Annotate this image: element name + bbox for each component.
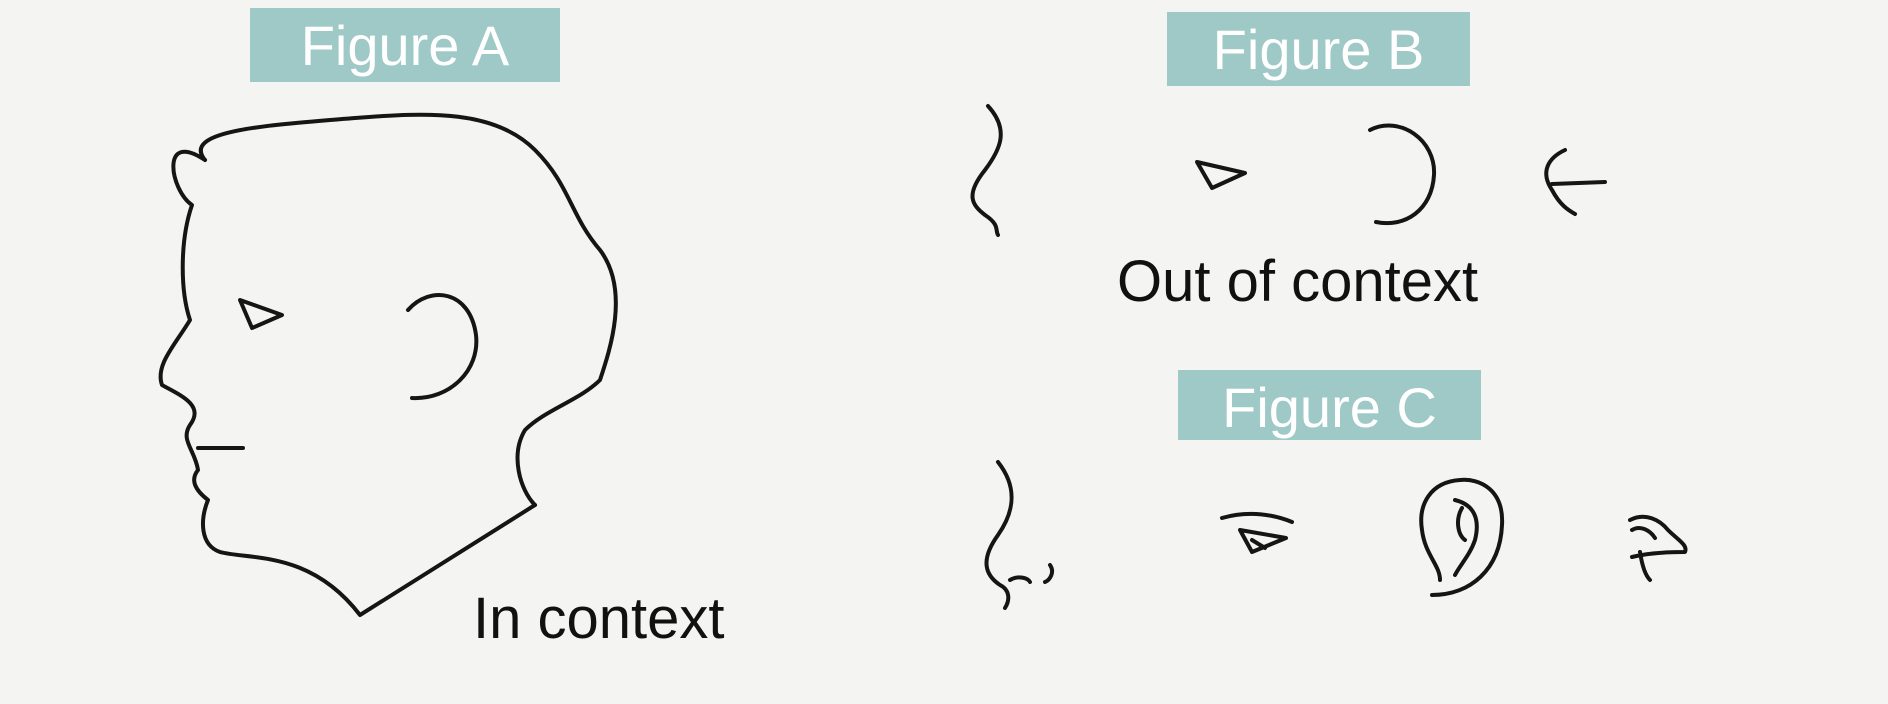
isolated-ear	[1368, 123, 1437, 226]
detailed-ear	[1419, 477, 1505, 597]
head-outline	[158, 149, 537, 617]
isolated-mouth	[1544, 148, 1607, 216]
detailed-eye	[1220, 511, 1294, 554]
figure-b-caption: Out of context	[1117, 249, 1479, 314]
figure-b-label: Figure B	[1167, 12, 1470, 86]
head-top-and-back	[198, 112, 618, 507]
figure-a-head-drawing	[158, 112, 618, 617]
figure-c-detailed-features-drawing	[984, 460, 1688, 610]
detailed-mouth	[1628, 514, 1688, 582]
figure-a-label: Figure A	[250, 8, 560, 82]
figure-a-caption: In context	[473, 586, 725, 651]
head-eye	[238, 298, 284, 330]
detailed-nose	[984, 460, 1055, 610]
head-ear	[406, 293, 479, 401]
isolated-eye	[1195, 160, 1247, 190]
figure-c-label: Figure C	[1178, 370, 1481, 440]
isolated-nose-profile	[970, 104, 1003, 237]
figure-b-features-drawing	[970, 104, 1607, 237]
